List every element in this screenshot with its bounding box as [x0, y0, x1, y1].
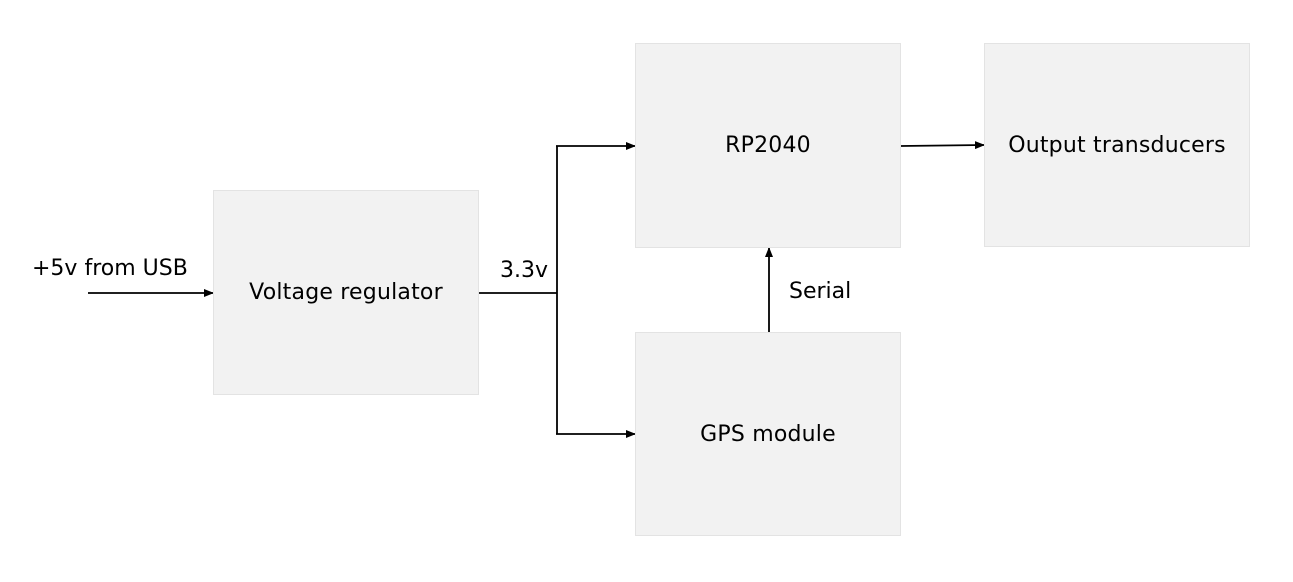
output-transducers-label: Output transducers	[1008, 132, 1226, 158]
output-transducers-block: Output transducers	[984, 43, 1250, 247]
rp2040-label: RP2040	[725, 133, 811, 158]
gps-module-block: GPS module	[635, 332, 901, 536]
rp2040-to-output-arrow	[900, 141, 985, 150]
voltage-regulator-block: Voltage regulator	[213, 190, 479, 395]
serial-label: Serial	[789, 279, 852, 304]
rail-voltage-label: 3.3v	[500, 258, 549, 283]
voltage-regulator-label: Voltage regulator	[249, 280, 443, 305]
gps-module-label: GPS module	[700, 421, 836, 447]
rp2040-block: RP2040	[635, 43, 901, 248]
usb-input-label: +5v from USB	[32, 256, 188, 281]
